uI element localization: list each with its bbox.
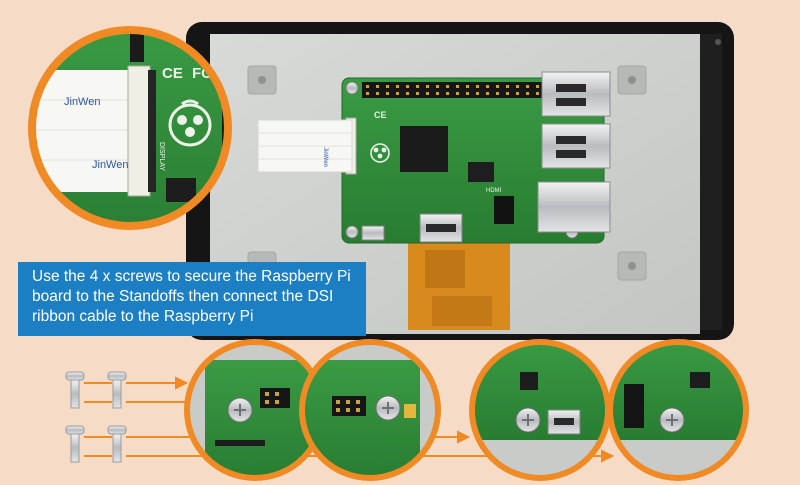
magnifier-raspberry-pi-logo-icon	[168, 99, 212, 147]
magnifier-ribbon-label-2: JinWen	[92, 159, 128, 171]
ribbon-stripes	[258, 132, 352, 160]
display-edge	[700, 34, 722, 330]
screws-row-top	[65, 371, 127, 409]
flex-cable-shadow	[432, 296, 492, 326]
screw-icon	[107, 371, 127, 409]
magnifier-display-label: DISPLAY	[158, 142, 165, 171]
audio-jack	[494, 196, 514, 224]
board-ce-mark: CE	[374, 110, 387, 120]
ethernet-controller-chip	[468, 162, 494, 182]
caption-line-2: board to the Standoffs then connect the …	[32, 288, 334, 305]
caption-line-3: ribbon cable to the Raspberry Pi	[32, 308, 254, 325]
gpio-pins	[366, 85, 549, 95]
detail-magnifier-dsi: JinWen JinWen CE FC DISPLAY	[28, 26, 232, 230]
board-hdmi-label: HDMI	[486, 188, 502, 194]
detail-magnifier-screw-2	[299, 339, 441, 481]
screw-icon	[65, 371, 85, 409]
usb-ports	[541, 71, 611, 169]
screws-row-bottom	[65, 425, 127, 463]
magnifier-ce-mark: CE	[162, 65, 183, 82]
raspberry-pi-logo-icon	[370, 143, 390, 163]
detail-magnifier-screw-4	[607, 339, 749, 481]
soc-chip	[400, 126, 448, 172]
magnifier-ribbon-label-1: JinWen	[64, 96, 100, 108]
caption-line-1: Use the 4 x screws to secure the Raspber…	[32, 268, 351, 285]
display-driver-chip	[425, 250, 465, 288]
frame-screw	[715, 39, 721, 45]
screw-icon	[107, 425, 127, 463]
hdmi-port-opening	[426, 224, 456, 232]
instruction-caption: Use the 4 x screws to secure the Raspber…	[18, 262, 366, 336]
screw-icon	[65, 425, 85, 463]
micro-usb-port	[361, 225, 385, 241]
ethernet-port	[537, 181, 611, 233]
ribbon-brand-label: JinWen	[322, 147, 328, 167]
detail-magnifier-screw-3	[469, 339, 611, 481]
gpio-header	[362, 82, 558, 98]
